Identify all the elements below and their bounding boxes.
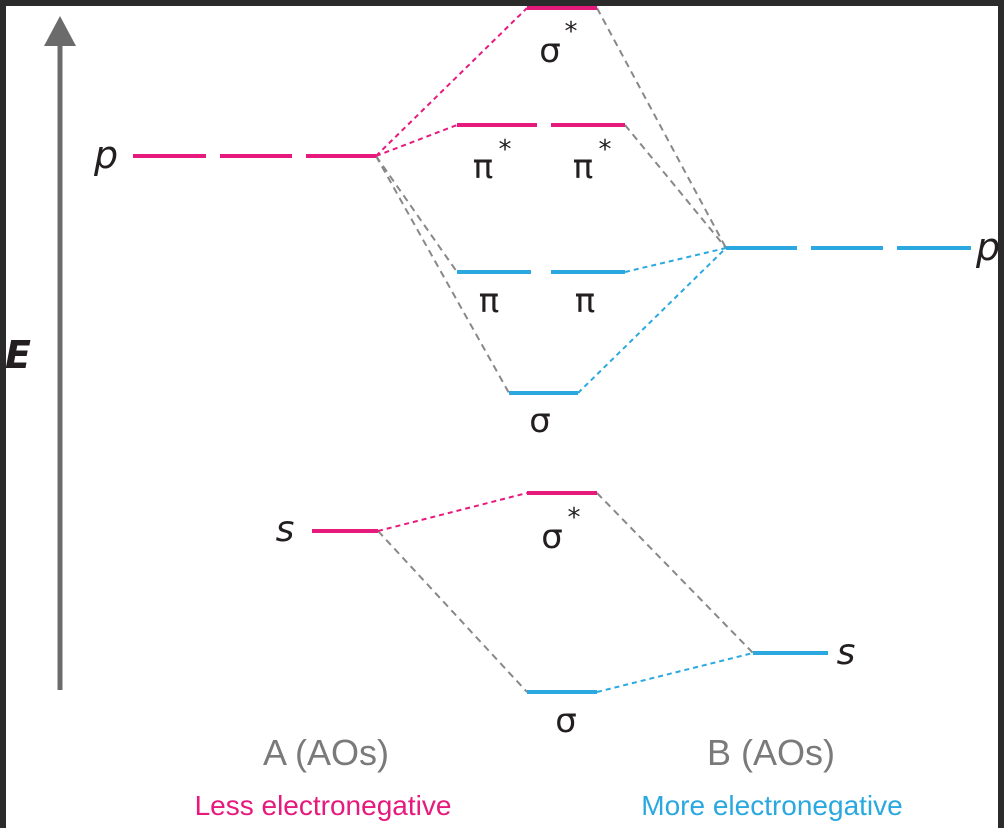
mo-sigma-star-s-label: σ [541, 517, 563, 557]
mo-pi-star-2-label: π [573, 147, 593, 187]
mo-sigma-star-p-star: * [565, 17, 578, 47]
energy-axis-label: E [5, 333, 31, 377]
diagram-panel [6, 6, 998, 828]
connector-as-sigma-star [377, 492, 528, 532]
atom-a-s-label: s [276, 509, 295, 550]
mo-pi-star-1-star: * [499, 135, 512, 165]
atom-b-name: B (AOs) [707, 732, 835, 773]
connector-pi-star-bp [624, 124, 727, 249]
atom-b-description: More electronegative [641, 790, 902, 821]
connector-sigma-star-bp [596, 7, 727, 249]
connector-ap-pi-star [375, 124, 458, 157]
atom-a-p-label: p [93, 133, 118, 177]
connector-as-sigma [377, 530, 528, 693]
gray-connectors [375, 7, 754, 693]
mo-pi-1-label: π [479, 281, 499, 321]
atom-a-name: A (AOs) [263, 732, 389, 773]
blue-connectors [577, 247, 754, 693]
mo-pi-star-1-label: π [473, 147, 493, 187]
mo-sigma-star-s-star: * [568, 503, 581, 533]
mo-sigma-p-label: σ [529, 401, 551, 441]
energy-axis-arrowhead [44, 16, 76, 46]
mo-sigma-s-label: σ [555, 701, 577, 741]
atom-b-p-label: p [975, 225, 1000, 269]
connector-sigma-star-s-bs [596, 492, 754, 654]
atom-b-s-label: s [837, 632, 856, 673]
pink-connectors [375, 7, 528, 532]
energy-axis: E [5, 16, 76, 690]
mo-pi-star-2-star: * [599, 135, 612, 165]
mo-sigma-star-p-label: σ [539, 31, 561, 71]
connector-ap-sigma [375, 155, 510, 394]
connector-sigma-bp [577, 247, 727, 394]
mo-pi-2-label: π [575, 281, 595, 321]
atom-a-description: Less electronegative [195, 790, 452, 821]
